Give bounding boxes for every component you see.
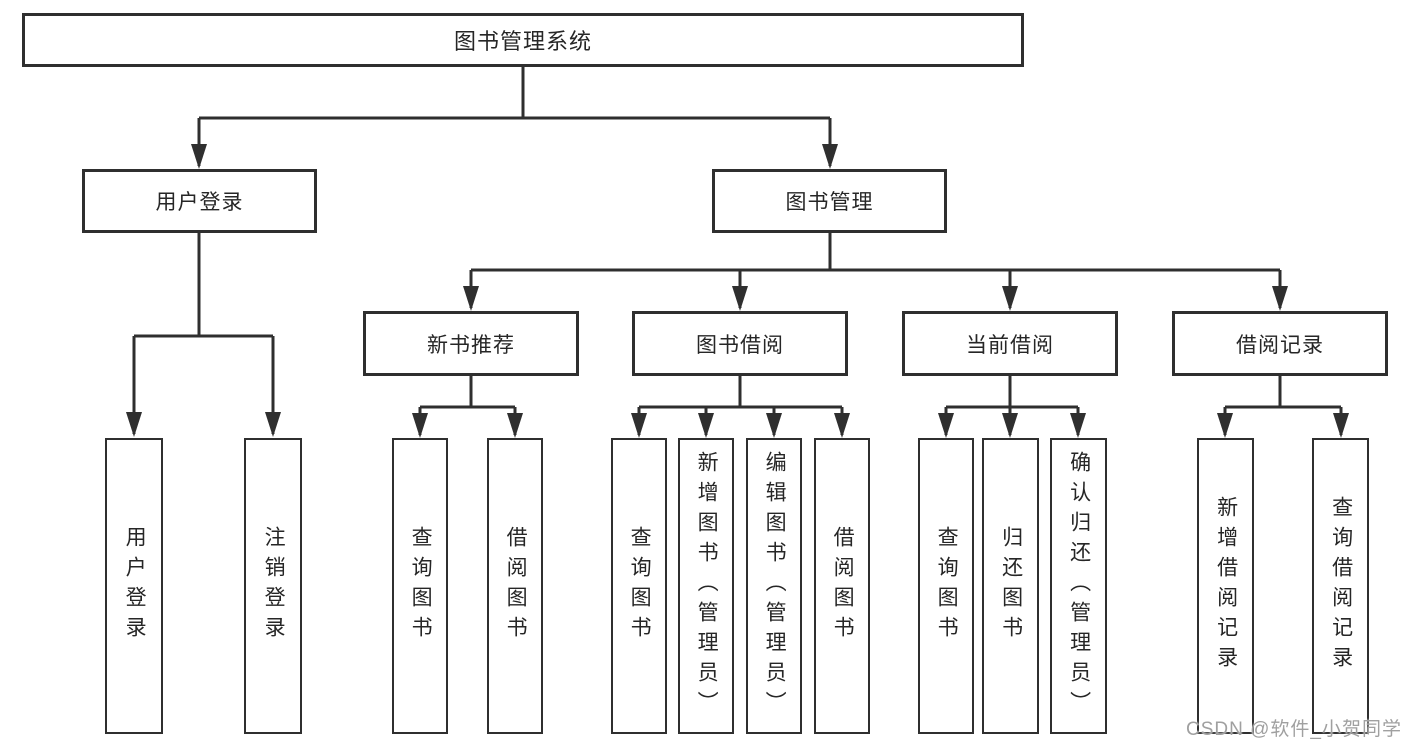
leaf-label: 编辑图书（管理员） — [763, 451, 787, 721]
arrow-down-icon — [1217, 413, 1233, 438]
node-new-book-recommend: 新书推荐 — [363, 311, 579, 376]
node-label: 图书管理系统 — [453, 29, 592, 54]
arrowheads-level2 — [191, 144, 838, 169]
node-book-management: 图书管理 — [712, 169, 947, 233]
leaf-label: 查询图书 — [409, 526, 433, 646]
connector-book-mgmt-branch — [469, 233, 1282, 308]
leaf-borrow-books: 借阅图书 — [814, 438, 870, 734]
connector-new-book-branch — [418, 376, 517, 435]
arrow-down-icon — [507, 413, 523, 438]
node-label: 图书借阅 — [696, 333, 784, 357]
node-label: 借阅记录 — [1236, 333, 1324, 357]
leaf-label: 查询图书 — [935, 526, 959, 646]
node-user-login: 用户登录 — [82, 169, 317, 233]
node-label: 用户登录 — [155, 191, 244, 214]
connector-root-to-level2 — [197, 67, 832, 166]
arrow-down-icon — [1002, 286, 1018, 311]
arrowheads-user-login — [126, 412, 281, 437]
arrow-down-icon — [938, 413, 954, 438]
leaf-label: 新增借阅记录 — [1214, 496, 1238, 676]
arrowheads-level3 — [463, 286, 1288, 311]
arrow-down-icon — [698, 413, 714, 438]
leaf-label: 借阅图书 — [504, 526, 528, 646]
arrow-down-icon — [191, 144, 207, 169]
leaf-label: 新增图书（管理员） — [695, 451, 719, 721]
leaf-query-books-borrow: 查询图书 — [611, 438, 667, 734]
node-label: 新书推荐 — [427, 333, 515, 357]
leaf-logout: 注销登录 — [244, 438, 302, 734]
leaf-confirm-return-admin: 确认归还（管理员） — [1050, 438, 1107, 734]
arrow-down-icon — [1002, 413, 1018, 438]
arrow-down-icon — [265, 412, 281, 437]
arrow-down-icon — [126, 412, 142, 437]
node-borrow-record: 借阅记录 — [1172, 311, 1388, 376]
leaf-label: 归还图书 — [999, 526, 1023, 646]
arrow-down-icon — [834, 413, 850, 438]
node-label: 图书管理 — [785, 191, 874, 214]
leaf-label: 用户登录 — [123, 526, 147, 646]
connector-borrow-record-branch — [1223, 376, 1343, 435]
leaf-add-borrow-record: 新增借阅记录 — [1197, 438, 1254, 734]
node-current-borrow: 当前借阅 — [902, 311, 1118, 376]
leaf-label: 查询图书 — [628, 526, 652, 646]
arrow-down-icon — [631, 413, 647, 438]
leaf-borrow-books-recommend: 借阅图书 — [487, 438, 543, 734]
node-library-management-system: 图书管理系统 — [22, 13, 1024, 67]
arrow-down-icon — [1272, 286, 1288, 311]
leaf-add-books-admin: 新增图书（管理员） — [678, 438, 734, 734]
arrow-down-icon — [412, 413, 428, 438]
leaf-user-login: 用户登录 — [105, 438, 163, 734]
arrow-down-icon — [822, 144, 838, 169]
connector-current-borrow-branch — [944, 376, 1080, 435]
node-book-borrow: 图书借阅 — [632, 311, 848, 376]
arrow-down-icon — [766, 413, 782, 438]
connector-user-login-branch — [132, 233, 275, 434]
arrow-down-icon — [1333, 413, 1349, 438]
leaf-label: 查询借阅记录 — [1329, 496, 1353, 676]
leaf-query-books-recommend: 查询图书 — [392, 438, 448, 734]
arrowheads-leaves — [412, 413, 1349, 438]
leaf-label: 确认归还（管理员） — [1067, 451, 1091, 721]
watermark-text: CSDN @软件_小贺同学 — [1186, 719, 1402, 740]
leaf-query-borrow-record: 查询借阅记录 — [1312, 438, 1369, 734]
node-label: 当前借阅 — [966, 333, 1054, 357]
leaf-query-books-current: 查询图书 — [918, 438, 974, 734]
leaf-label: 注销登录 — [262, 526, 286, 646]
arrow-down-icon — [463, 286, 479, 311]
arrow-down-icon — [1070, 413, 1086, 438]
arrow-down-icon — [732, 286, 748, 311]
connector-book-borrow-branch — [637, 376, 844, 435]
leaf-label: 借阅图书 — [831, 526, 855, 646]
leaf-edit-books-admin: 编辑图书（管理员） — [746, 438, 802, 734]
leaf-return-books: 归还图书 — [982, 438, 1039, 734]
